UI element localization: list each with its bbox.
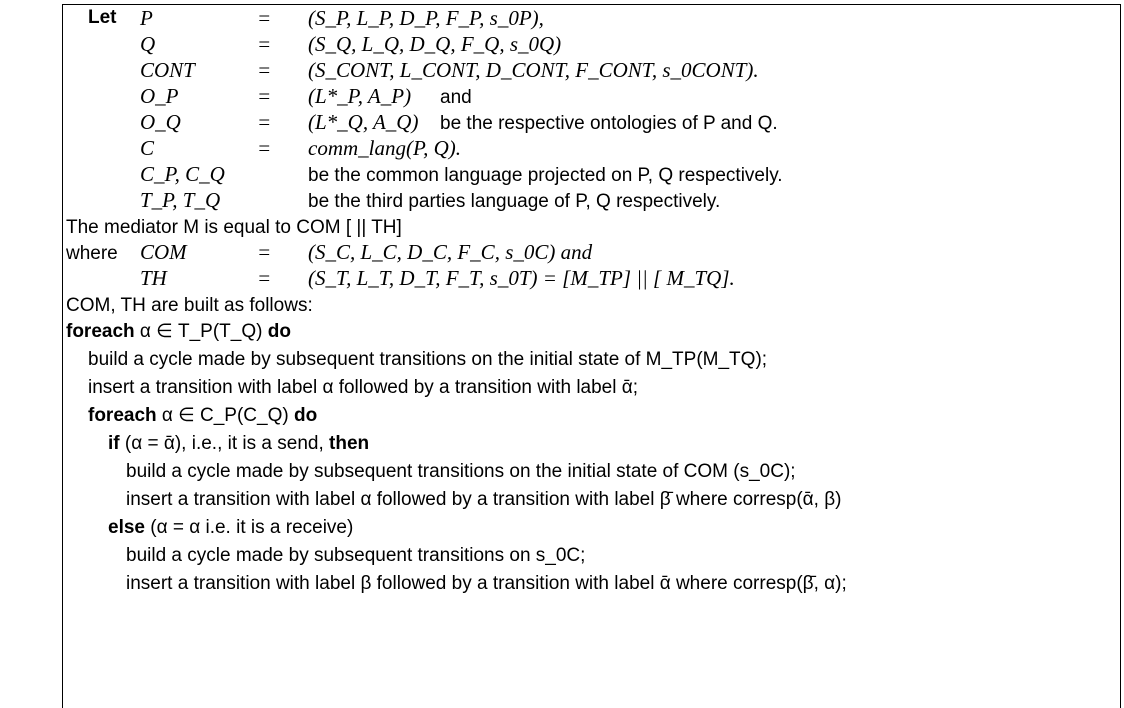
def-lhs-2: CONT bbox=[140, 58, 195, 82]
algo-text-2: insert a transition with label α followe… bbox=[88, 377, 639, 398]
def-eq-1: = bbox=[257, 32, 272, 56]
def-eq-5: = bbox=[257, 136, 272, 160]
algo-line-1: build a cycle made by subsequent transit… bbox=[88, 348, 767, 372]
algo-line-9: insert a transition with label β followe… bbox=[126, 572, 847, 596]
algo-line-5: build a cycle made by subsequent transit… bbox=[126, 460, 796, 484]
def-eq-2: = bbox=[257, 58, 272, 82]
algo-text-9: insert a transition with label β followe… bbox=[126, 573, 847, 594]
proj-lhs-0: C_P, C_Q bbox=[140, 162, 225, 186]
where-rhs-1: (S_T, L_T, D_T, F_T, s_0T) = [M_TP] || [… bbox=[308, 266, 735, 290]
proj-lhs-1: T_P, T_Q bbox=[140, 188, 221, 212]
def-suffix-4: be the respective ontologies of P and Q. bbox=[440, 113, 778, 134]
def-lhs-0: P bbox=[140, 6, 153, 30]
where-eq-0: = bbox=[257, 240, 272, 264]
algo-line-7: else (α = α i.e. it is a receive) bbox=[108, 516, 353, 540]
proj-text-1: be the third parties language of P, Q re… bbox=[308, 191, 721, 212]
algo-text-1: build a cycle made by subsequent transit… bbox=[88, 349, 768, 370]
def-lhs-3: O_P bbox=[140, 84, 179, 108]
algo-text-5: build a cycle made by subsequent transit… bbox=[126, 461, 796, 482]
algo-kw-7: else bbox=[108, 517, 145, 538]
def-eq-3: = bbox=[257, 84, 272, 108]
mediator-line: The mediator M is equal to COM [ || TH] bbox=[66, 217, 402, 238]
def-eq-0: = bbox=[257, 6, 272, 30]
algo-text-8: build a cycle made by subsequent transit… bbox=[126, 545, 586, 566]
def-rhs-2: (S_CONT, L_CONT, D_CONT, F_CONT, s_0CONT… bbox=[308, 58, 759, 82]
def-eq-4: = bbox=[257, 110, 272, 134]
def-lhs-4: O_Q bbox=[140, 110, 181, 134]
where-eq-1: = bbox=[257, 266, 272, 290]
def-suffix-3: and bbox=[440, 87, 472, 108]
where-lhs-0: COM bbox=[140, 240, 187, 264]
algo-kw2-3: do bbox=[293, 405, 318, 426]
def-lhs-5: C bbox=[140, 136, 155, 160]
def-rhs-1: (S_Q, L_Q, D_Q, F_Q, s_0Q) bbox=[308, 32, 562, 56]
algo-kw2-0: do bbox=[267, 321, 291, 342]
built-line: COM, TH are built as follows: bbox=[66, 295, 313, 316]
algo-line-3: foreach α ∈ C_P(C_Q) do bbox=[88, 404, 317, 428]
algo-text-7: (α = α i.e. it is a receive) bbox=[144, 517, 354, 538]
algo-text-0: α ∈ T_P(T_Q) bbox=[134, 321, 268, 342]
algo-kw-3: foreach bbox=[88, 405, 157, 426]
let-keyword: Let bbox=[88, 7, 117, 28]
algo-line-8: build a cycle made by subsequent transit… bbox=[126, 544, 585, 568]
where-keyword: where bbox=[66, 243, 118, 264]
algo-kw2-4: then bbox=[329, 433, 370, 454]
proj-text-0: be the common language projected on P, Q… bbox=[308, 165, 783, 186]
algo-text-3: α ∈ C_P(C_Q) bbox=[156, 405, 294, 426]
algo-kw-0: foreach bbox=[66, 321, 135, 342]
algo-text-6: insert a transition with label α followe… bbox=[126, 489, 842, 510]
def-rhs-5: comm_lang(P, Q). bbox=[308, 136, 462, 160]
algorithm-frame bbox=[62, 4, 1121, 708]
algo-line-2: insert a transition with label α followe… bbox=[88, 376, 638, 400]
algo-line-0: foreach α ∈ T_P(T_Q) do bbox=[66, 320, 291, 344]
def-rhs-0: (S_P, L_P, D_P, F_P, s_0P), bbox=[308, 6, 544, 30]
def-lhs-1: Q bbox=[140, 32, 156, 56]
where-rhs-0: (S_C, L_C, D_C, F_C, s_0C) and bbox=[308, 240, 593, 264]
where-lhs-1: TH bbox=[140, 266, 167, 290]
algo-line-4: if (α = ᾱ), i.e., it is a send, then bbox=[108, 432, 369, 456]
algo-line-6: insert a transition with label α followe… bbox=[126, 488, 841, 512]
algo-kw-4: if bbox=[108, 433, 120, 454]
def-rhs-4: (L*_Q, A_Q) bbox=[308, 110, 419, 134]
def-rhs-3: (L*_P, A_P) bbox=[308, 84, 412, 108]
algo-text-4: (α = ᾱ), i.e., it is a send, bbox=[119, 433, 330, 454]
